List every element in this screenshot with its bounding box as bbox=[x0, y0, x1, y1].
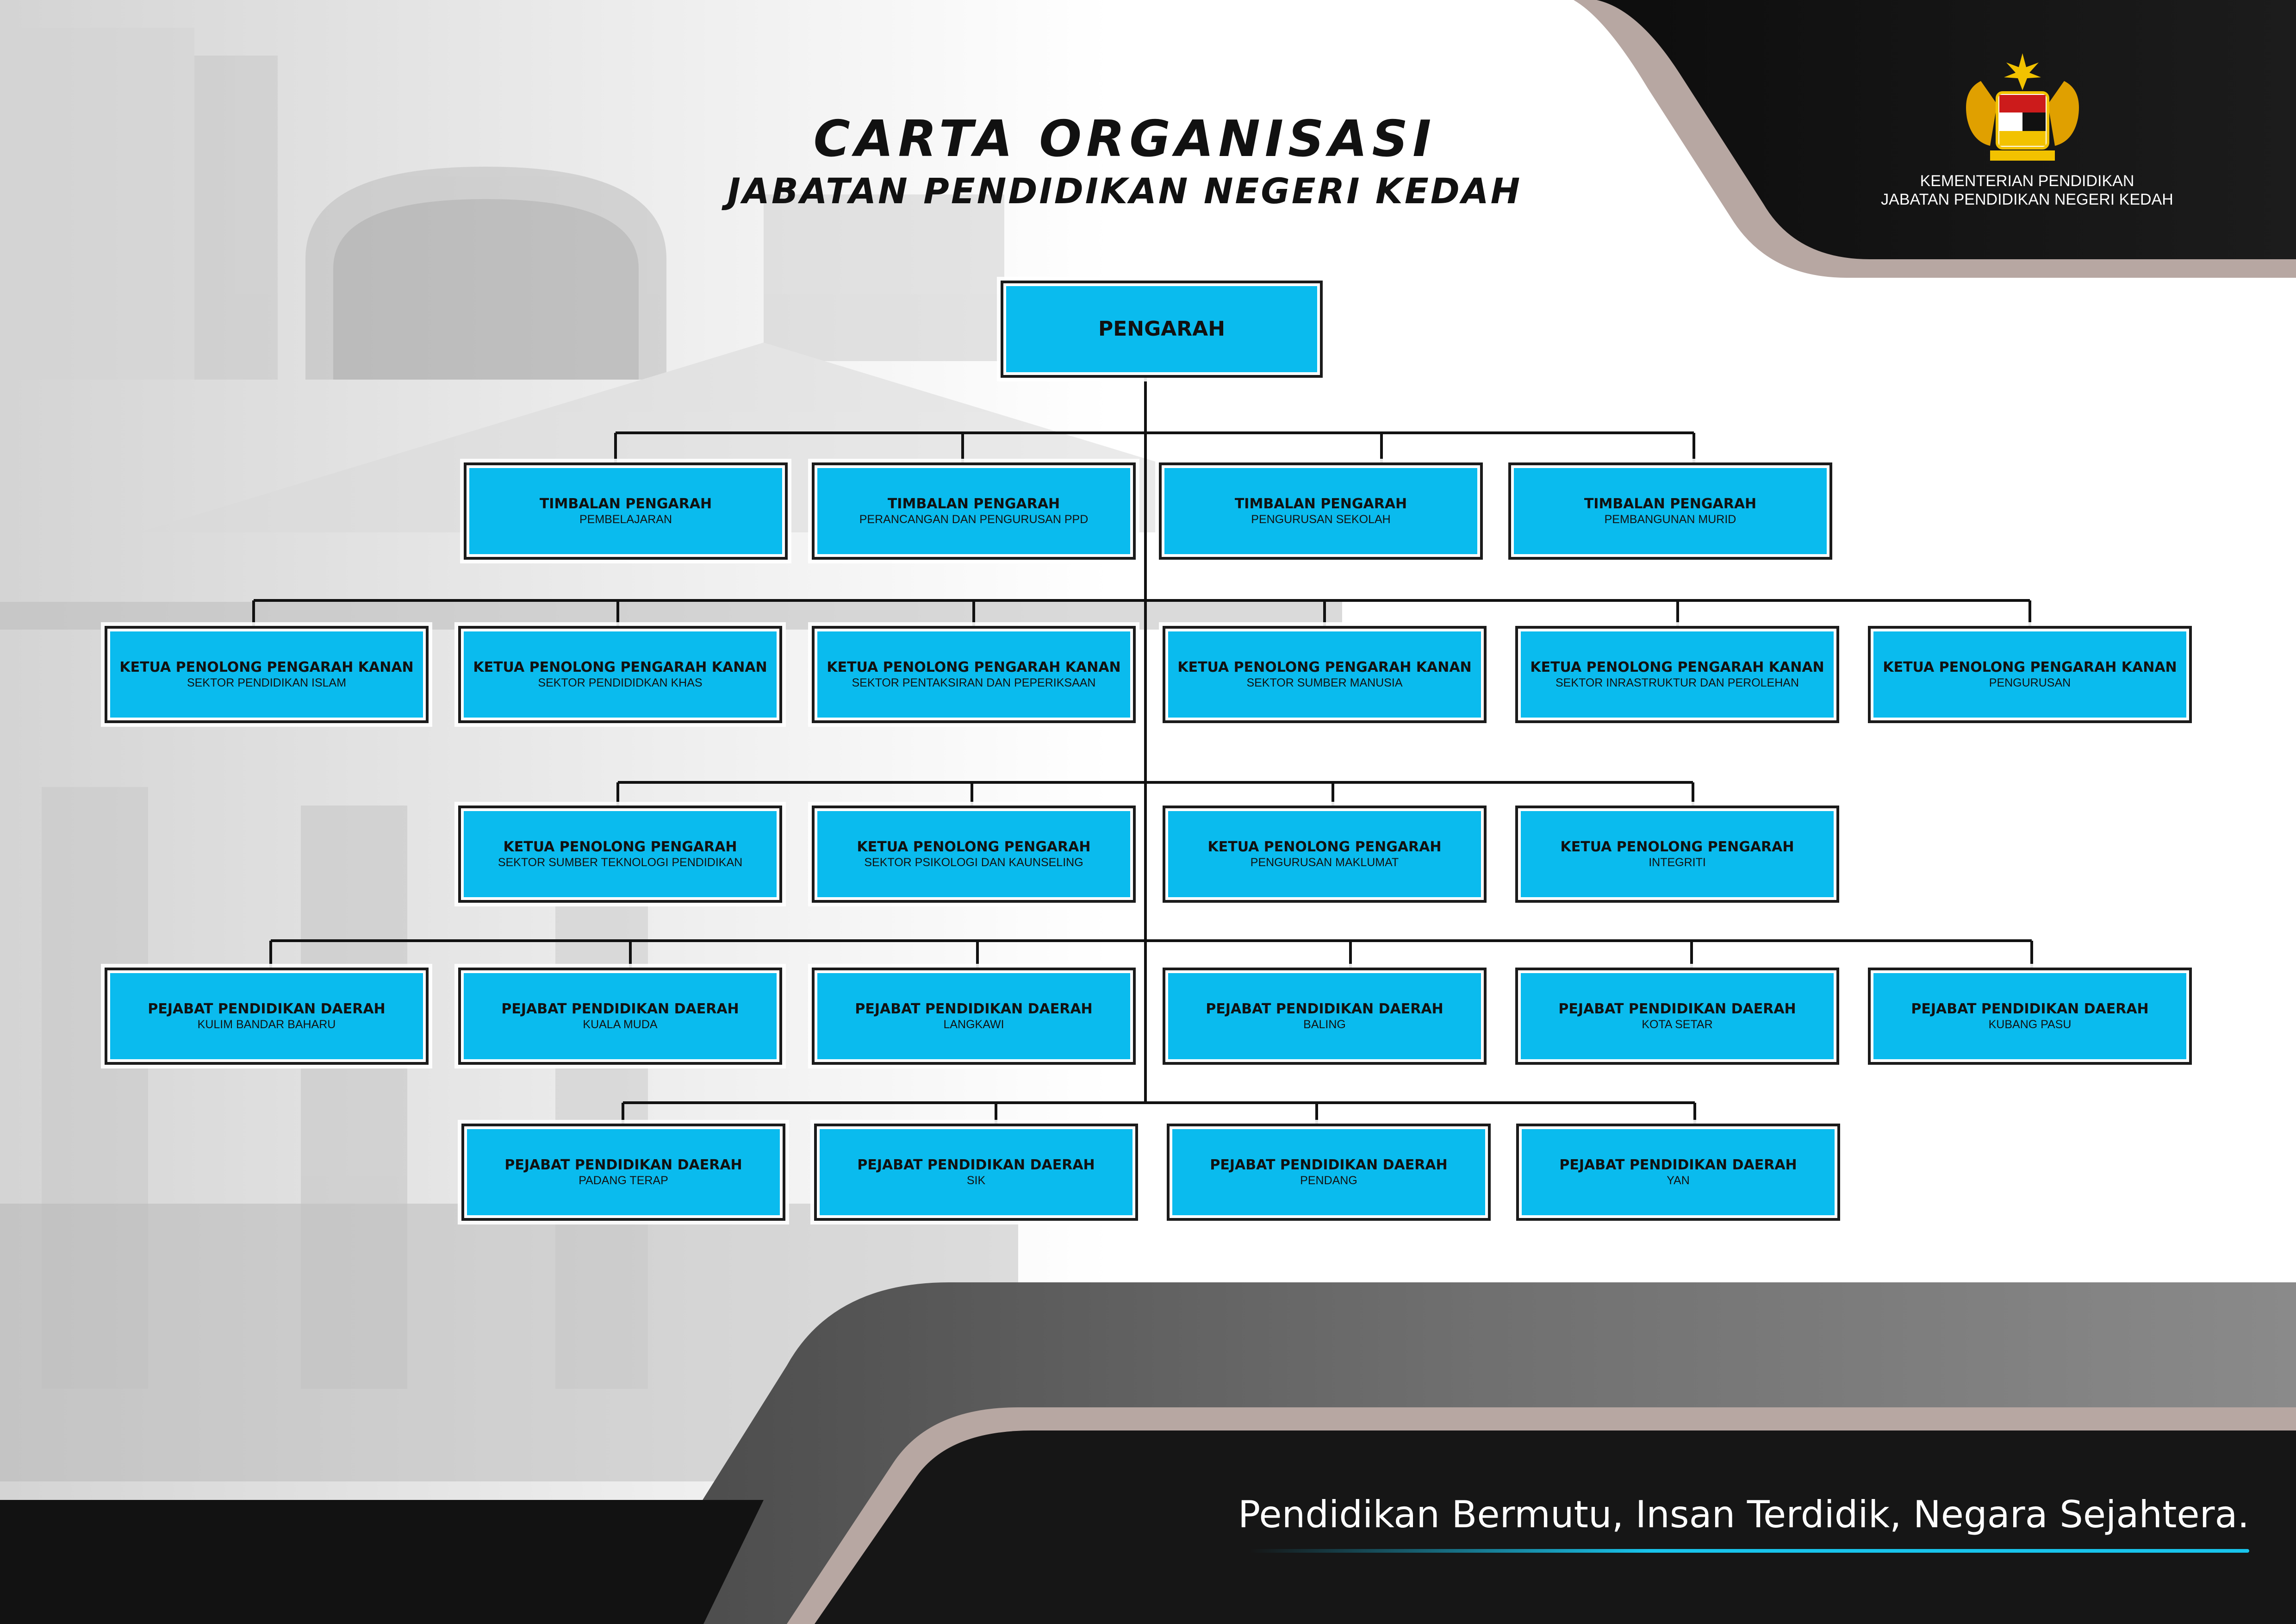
node-title: PEJABAT PENDIDIKAN DAERAH bbox=[1210, 1157, 1448, 1173]
org-node-timbalan-pengurusan-sekolah: TIMBALAN PENGARAH PENGURUSAN SEKOLAH bbox=[1159, 462, 1483, 560]
node-title: KETUA PENOLONG PENGARAH KANAN bbox=[473, 659, 767, 675]
node-subtitle: PENGURUSAN SEKOLAH bbox=[1251, 513, 1391, 526]
org-node-kanan-pengurusan: KETUA PENOLONG PENGARAH KANAN PENGURUSAN bbox=[1868, 626, 2192, 723]
node-title: PEJABAT PENDIDIKAN DAERAH bbox=[855, 1001, 1093, 1017]
org-node-ppd-pendang: PEJABAT PENDIDIKAN DAERAH PENDANG bbox=[1167, 1124, 1491, 1221]
org-node-timbalan-perancangan: TIMBALAN PENGARAH PERANCANGAN DAN PENGUR… bbox=[812, 462, 1136, 560]
node-subtitle: PEMBELAJARAN bbox=[579, 513, 672, 526]
node-title: TIMBALAN PENGARAH bbox=[539, 496, 712, 512]
node-title: KETUA PENOLONG PENGARAH KANAN bbox=[119, 659, 414, 675]
node-title: PEJABAT PENDIDIKAN DAERAH bbox=[504, 1157, 742, 1173]
org-node-ketua-integriti: KETUA PENOLONG PENGARAH INTEGRITI bbox=[1515, 806, 1839, 903]
org-node-ppd-baling: PEJABAT PENDIDIKAN DAERAH BALING bbox=[1163, 968, 1487, 1065]
org-node-timbalan-pembelajaran: TIMBALAN PENGARAH PEMBELAJARAN bbox=[464, 462, 788, 560]
node-title: PEJABAT PENDIDIKAN DAERAH bbox=[1206, 1001, 1444, 1017]
node-subtitle: SEKTOR PENTAKSIRAN DAN PEPERIKSAAN bbox=[852, 676, 1096, 689]
node-title: PEJABAT PENDIDIKAN DAERAH bbox=[148, 1001, 386, 1017]
node-title: KETUA PENOLONG PENGARAH bbox=[1207, 839, 1442, 855]
org-node-ppd-kubang-pasu: PEJABAT PENDIDIKAN DAERAH KUBANG PASU bbox=[1868, 968, 2192, 1065]
org-node-kanan-sumber-manusia: KETUA PENOLONG PENGARAH KANAN SEKTOR SUM… bbox=[1163, 626, 1487, 723]
node-subtitle: PENGURUSAN MAKLUMAT bbox=[1250, 856, 1399, 869]
node-subtitle: SEKTOR SUMBER TEKNOLOGI PENDIDIKAN bbox=[498, 856, 743, 869]
node-title: PEJABAT PENDIDIKAN DAERAH bbox=[1559, 1157, 1797, 1173]
org-node-ketua-teknologi-pendidikan: KETUA PENOLONG PENGARAH SEKTOR SUMBER TE… bbox=[458, 806, 782, 903]
org-node-ppd-kuala-muda: PEJABAT PENDIDIKAN DAERAH KUALA MUDA bbox=[458, 968, 782, 1065]
node-subtitle: PERANCANGAN DAN PENGURUSAN PPD bbox=[859, 513, 1089, 526]
org-node-kanan-infrastruktur: KETUA PENOLONG PENGARAH KANAN SEKTOR INR… bbox=[1515, 626, 1839, 723]
node-subtitle: KUBANG PASU bbox=[1988, 1018, 2072, 1031]
org-node-ppd-yan: PEJABAT PENDIDIKAN DAERAH YAN bbox=[1516, 1124, 1840, 1221]
node-subtitle: SEKTOR PENDIDIKAN ISLAM bbox=[187, 676, 347, 689]
node-title: TIMBALAN PENGARAH bbox=[1584, 496, 1757, 512]
node-subtitle: SIK bbox=[966, 1174, 986, 1187]
org-node-kanan-pentaksiran: KETUA PENOLONG PENGARAH KANAN SEKTOR PEN… bbox=[812, 626, 1136, 723]
node-title: TIMBALAN PENGARAH bbox=[887, 496, 1060, 512]
org-node-ppd-kota-setar: PEJABAT PENDIDIKAN DAERAH KOTA SETAR bbox=[1515, 968, 1839, 1065]
malaysia-coat-of-arms-icon bbox=[1966, 53, 2079, 161]
chart-subtitle: JABATAN PENDIDIKAN NEGERI KEDAH bbox=[727, 170, 1522, 212]
node-subtitle: PEMBANGUNAN MURID bbox=[1604, 513, 1736, 526]
node-title: KETUA PENOLONG PENGARAH KANAN bbox=[1177, 659, 1472, 675]
node-subtitle: BALING bbox=[1303, 1018, 1346, 1031]
org-node-ketua-psikologi-kaunseling: KETUA PENOLONG PENGARAH SEKTOR PSIKOLOGI… bbox=[812, 806, 1136, 903]
node-title: KETUA PENOLONG PENGARAH KANAN bbox=[1883, 659, 2177, 675]
node-title: PEJABAT PENDIDIKAN DAERAH bbox=[1911, 1001, 2149, 1017]
building-silhouette bbox=[0, 28, 1388, 1481]
org-node-ppd-langkawi: PEJABAT PENDIDIKAN DAERAH LANGKAWI bbox=[812, 968, 1136, 1065]
org-node-pengarah: PENGARAH bbox=[1001, 281, 1323, 378]
node-title: KETUA PENOLONG PENGARAH KANAN bbox=[1530, 659, 1824, 675]
node-subtitle: PENGURUSAN bbox=[1989, 676, 2071, 689]
node-subtitle: SEKTOR PSIKOLOGI DAN KAUNSELING bbox=[864, 856, 1083, 869]
footer-motto: Pendidikan Bermutu, Insan Terdidik, Nega… bbox=[1238, 1493, 2249, 1536]
org-node-ppd-sik: PEJABAT PENDIDIKAN DAERAH SIK bbox=[814, 1124, 1138, 1221]
node-title: PEJABAT PENDIDIKAN DAERAH bbox=[501, 1001, 739, 1017]
node-subtitle: SEKTOR PENDIDIDKAN KHAS bbox=[538, 676, 703, 689]
brand-line-ministry: KEMENTERIAN PENDIDIKAN bbox=[1920, 172, 2134, 190]
chart-title: CARTA ORGANISASI bbox=[813, 110, 1436, 168]
node-subtitle: KUALA MUDA bbox=[583, 1018, 658, 1031]
node-title: KETUA PENOLONG PENGARAH bbox=[857, 839, 1091, 855]
org-node-timbalan-pembangunan-murid: TIMBALAN PENGARAH PEMBANGUNAN MURID bbox=[1508, 462, 1832, 560]
node-title: PENGARAH bbox=[1098, 317, 1226, 341]
node-subtitle: KULIM BANDAR BAHARU bbox=[197, 1018, 336, 1031]
org-node-ppd-padang-terap: PEJABAT PENDIDIKAN DAERAH PADANG TERAP bbox=[461, 1124, 785, 1221]
node-title: TIMBALAN PENGARAH bbox=[1234, 496, 1407, 512]
node-title: PEJABAT PENDIDIKAN DAERAH bbox=[857, 1157, 1095, 1173]
motto-underline bbox=[1250, 1549, 2249, 1553]
node-subtitle: YAN bbox=[1667, 1174, 1690, 1187]
node-subtitle: SEKTOR INRASTRUKTUR DAN PEROLEHAN bbox=[1555, 676, 1799, 689]
org-node-kanan-pendidikan-islam: KETUA PENOLONG PENGARAH KANAN SEKTOR PEN… bbox=[105, 626, 429, 723]
node-subtitle: SEKTOR SUMBER MANUSIA bbox=[1246, 676, 1403, 689]
node-title: KETUA PENOLONG PENGARAH bbox=[503, 839, 737, 855]
org-node-kanan-pendidikan-khas: KETUA PENOLONG PENGARAH KANAN SEKTOR PEN… bbox=[458, 626, 782, 723]
brand-line-department: JABATAN PENDIDIKAN NEGERI KEDAH bbox=[1881, 191, 2173, 208]
node-subtitle: KOTA SETAR bbox=[1642, 1018, 1713, 1031]
org-node-ppd-kulim-bandar-baharu: PEJABAT PENDIDIKAN DAERAH KULIM BANDAR B… bbox=[105, 968, 429, 1065]
node-subtitle: PADANG TERAP bbox=[579, 1174, 668, 1187]
org-node-ketua-pengurusan-maklumat: KETUA PENOLONG PENGARAH PENGURUSAN MAKLU… bbox=[1163, 806, 1487, 903]
node-title: KETUA PENOLONG PENGARAH KANAN bbox=[827, 659, 1121, 675]
node-subtitle: LANGKAWI bbox=[943, 1018, 1004, 1031]
node-title: PEJABAT PENDIDIKAN DAERAH bbox=[1558, 1001, 1796, 1017]
node-subtitle: PENDANG bbox=[1300, 1174, 1357, 1187]
node-subtitle: INTEGRITI bbox=[1649, 856, 1706, 869]
node-title: KETUA PENOLONG PENGARAH bbox=[1560, 839, 1794, 855]
